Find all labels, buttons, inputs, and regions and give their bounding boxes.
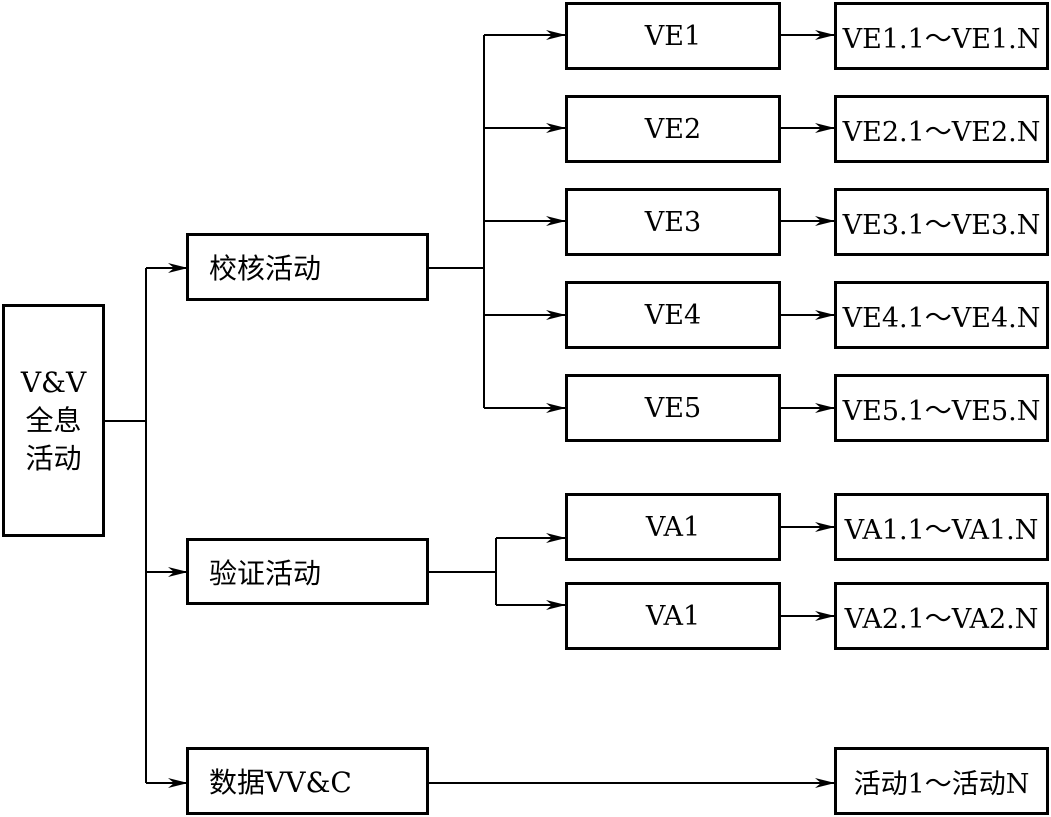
ve2-range-node: VE2.1～VE2.N xyxy=(834,95,1049,163)
ve3-range-node: VE3.1～VE3.N xyxy=(834,188,1049,256)
va2-range-node: VA2.1～VA2.N xyxy=(834,582,1049,650)
root-label-line1: V&V xyxy=(20,365,87,399)
ve5-range-label: VE5.1～VE5.N xyxy=(842,395,1041,427)
ve5-node: VE5 xyxy=(565,374,781,442)
va1-range-label: VA1.1～VA1.N xyxy=(844,514,1039,546)
root-label-line3: 活动 xyxy=(25,441,82,475)
ve2-node: VE2 xyxy=(565,95,781,163)
root-node: V&V 全息 活动 xyxy=(2,304,105,537)
data-label: 数据VV&C xyxy=(209,766,352,799)
ve1-label: VE1 xyxy=(644,20,702,52)
ve1-range-node: VE1.1～VE1.N xyxy=(834,2,1049,70)
ve4-node: VE4 xyxy=(565,281,781,349)
ve3-range-label: VE3.1～VE3.N xyxy=(842,209,1041,241)
root-label-line2: 全息 xyxy=(25,403,82,437)
ve4-label: VE4 xyxy=(644,299,702,331)
ve1-node: VE1 xyxy=(565,2,781,70)
va2-node: VA1 xyxy=(565,582,781,650)
data-node: 数据VV&C xyxy=(186,747,429,815)
ve3-label: VE3 xyxy=(644,206,702,238)
va1-node: VA1 xyxy=(565,493,781,561)
va1-label: VA1 xyxy=(645,511,701,543)
va2-label: VA1 xyxy=(645,600,701,632)
ve2-range-label: VE2.1～VE2.N xyxy=(842,116,1041,148)
ve5-range-node: VE5.1～VE5.N xyxy=(834,374,1049,442)
ve1-range-label: VE1.1～VE1.N xyxy=(842,23,1041,55)
ve2-label: VE2 xyxy=(644,113,702,145)
data-range-label: 活动1～活动N xyxy=(853,768,1030,800)
data-range-node: 活动1～活动N xyxy=(834,747,1049,815)
va2-range-label: VA2.1～VA2.N xyxy=(844,603,1039,635)
verification-label: 校核活动 xyxy=(209,252,322,285)
validation-node: 验证活动 xyxy=(186,538,429,605)
ve4-range-label: VE4.1～VE4.N xyxy=(842,302,1041,334)
ve3-node: VE3 xyxy=(565,188,781,256)
ve5-label: VE5 xyxy=(644,392,702,424)
va1-range-node: VA1.1～VA1.N xyxy=(834,493,1049,561)
verification-node: 校核活动 xyxy=(186,233,429,301)
ve4-range-node: VE4.1～VE4.N xyxy=(834,281,1049,349)
validation-label: 验证活动 xyxy=(209,556,322,590)
